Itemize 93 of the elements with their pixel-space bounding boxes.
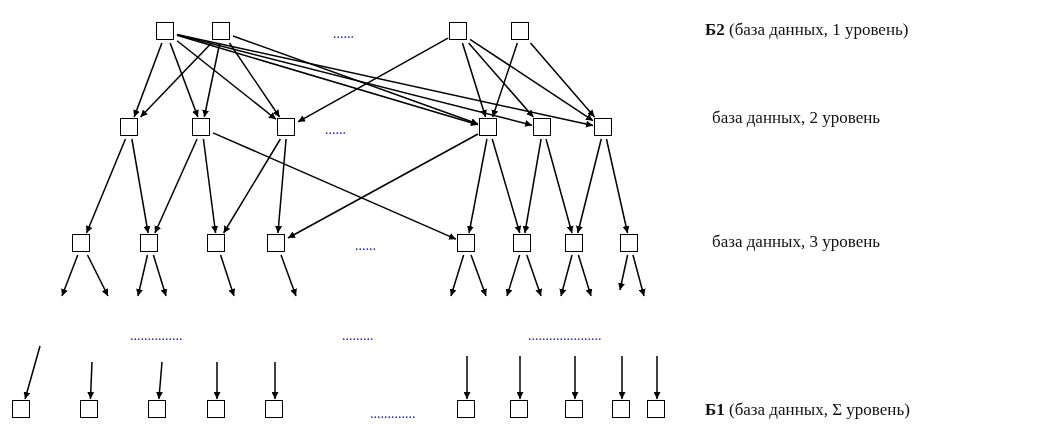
arrow [156,361,163,400]
empty-square [120,118,138,136]
arrow [577,254,593,297]
empty-square [620,234,638,252]
empty-square [647,400,665,418]
arrow [23,345,41,400]
arrow [522,138,542,234]
arrow [176,33,594,128]
arrow [618,355,626,400]
ellipsis-text: ...... [333,25,354,43]
arrow [85,138,127,234]
arrow [463,355,471,400]
empty-square [612,400,630,418]
arrow [152,254,168,297]
arrow [491,42,519,118]
empty-square [207,234,225,252]
arrow [87,361,95,400]
empty-square [457,234,475,252]
empty-square [565,400,583,418]
ellipsis-text: ...... [355,237,376,255]
arrow [139,42,213,118]
arrow [529,42,596,118]
arrow [491,138,522,234]
empty-square [565,234,583,252]
arrow [202,42,221,118]
empty-square [207,400,225,418]
arrow [618,254,629,291]
level-label: Б2 (база данных, 1 уровень) [705,20,909,40]
arrow [632,254,646,297]
arrow [202,138,219,234]
arrow [653,355,661,400]
arrow [545,138,574,234]
ellipsis-text: ............. [370,405,416,423]
empty-square [192,118,210,136]
ellipsis-text: ...... [325,121,346,139]
empty-square [267,234,285,252]
arrow [605,138,630,234]
arrow [466,138,488,234]
arrow [136,254,149,297]
empty-square [457,400,475,418]
arrow [280,254,297,297]
empty-square [212,22,230,40]
arrow [576,138,602,234]
empty-square [72,234,90,252]
arrow [154,138,198,234]
level-label: Б1 (база данных, Σ уровень) [705,400,910,420]
empty-square [277,118,295,136]
empty-square [140,234,158,252]
arrow [297,37,449,123]
arrow [571,355,579,400]
arrow [516,355,524,400]
arrow [505,254,521,297]
arrow [526,254,542,297]
ellipsis-text: ............... [130,327,183,345]
arrow [271,361,279,400]
empty-square [449,22,467,40]
ellipsis-text: ......... [342,327,374,345]
arrow [176,34,479,127]
arrow [275,138,287,234]
level-label: база данных, 2 уровень [712,108,881,128]
arrow [61,254,79,297]
arrow [470,254,487,297]
arrow [449,254,465,297]
arrow [176,34,533,127]
arrow [169,42,199,118]
arrow [287,133,479,239]
arrow [461,42,487,118]
level-label: база данных, 3 уровень [712,232,881,252]
arrow [213,361,221,400]
arrow [212,132,457,240]
arrow [131,138,151,234]
empty-square [511,22,529,40]
empty-square [80,400,98,418]
empty-square [533,118,551,136]
arrow [86,254,109,297]
empty-square [594,118,612,136]
arrow [219,254,236,297]
arrow [469,38,594,122]
empty-square [513,234,531,252]
arrow [467,42,535,118]
empty-square [148,400,166,418]
empty-square [510,400,528,418]
arrow [559,254,573,297]
arrow [232,35,479,125]
empty-square [12,400,30,418]
empty-square [156,22,174,40]
arrow [222,138,282,234]
arrow [133,42,163,118]
arrow [176,40,277,120]
empty-square [265,400,283,418]
empty-square [479,118,497,136]
arrow [228,42,281,118]
ellipsis-text: ..................... [528,327,602,345]
